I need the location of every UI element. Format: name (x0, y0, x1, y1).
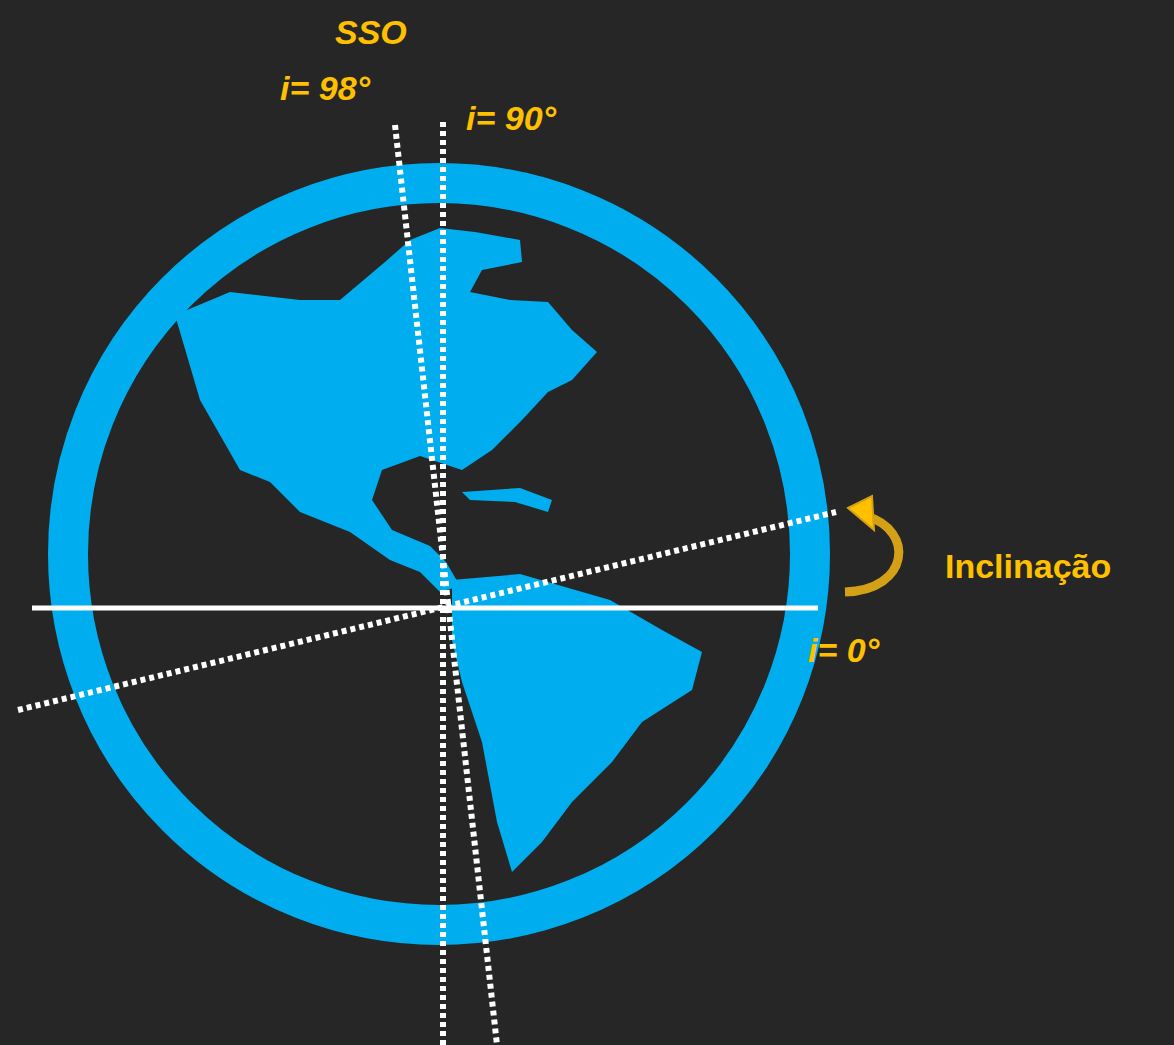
south-america (452, 574, 702, 872)
earth-ring (68, 183, 810, 925)
orbit-name: SSO (335, 14, 407, 51)
caribbean (462, 488, 552, 512)
inclined-orbit-line (18, 512, 836, 710)
inclination-value: i= 90° (466, 100, 556, 137)
equator-line (32, 606, 818, 611)
inclination-value: i= 98° (280, 70, 370, 107)
north-america (175, 228, 597, 592)
inclination-arrowhead (848, 496, 874, 530)
axis-title: Inclinação (945, 548, 1111, 585)
sso-orbit-line (395, 125, 497, 1045)
inclination-value: i= 0° (808, 632, 879, 669)
